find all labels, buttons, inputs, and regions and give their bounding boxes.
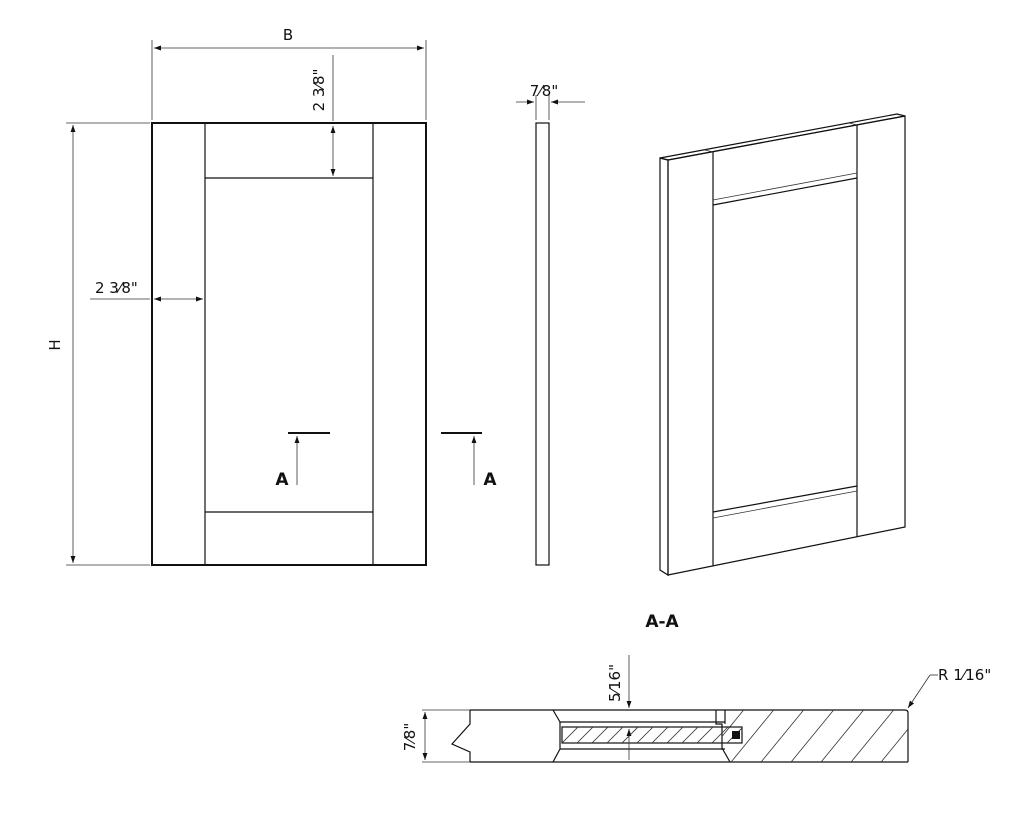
left-stile-dimension: 2 3⁄8" bbox=[90, 279, 203, 302]
left-stile-label: 2 3⁄8" bbox=[95, 279, 138, 297]
section-view: 7⁄8" bbox=[401, 655, 991, 763]
section-thickness-label: 7⁄8" bbox=[401, 723, 419, 752]
top-rail-dimension: 2 3⁄8" bbox=[310, 55, 336, 176]
panel-hatching bbox=[562, 727, 742, 743]
width-dimension: B bbox=[151, 26, 427, 120]
panel-depth-label: 5⁄16" bbox=[606, 664, 624, 702]
height-dimension: H bbox=[46, 122, 150, 566]
isometric-view bbox=[659, 113, 906, 577]
height-label: H bbox=[46, 339, 64, 350]
section-marker-right: A bbox=[441, 432, 497, 490]
stile-hatching bbox=[722, 710, 908, 762]
front-view bbox=[151, 122, 427, 566]
side-view: 7⁄8" bbox=[516, 82, 585, 566]
side-thickness-label: 7⁄8" bbox=[530, 82, 559, 100]
section-title: A-A bbox=[645, 612, 679, 632]
section-marker-right-label: A bbox=[483, 470, 497, 490]
radius-label: R 1⁄16" bbox=[938, 666, 991, 684]
section-marker-left-label: A bbox=[275, 470, 289, 490]
section-marker-left: A bbox=[275, 432, 330, 490]
width-label: B bbox=[283, 26, 293, 44]
top-rail-label: 2 3⁄8" bbox=[310, 69, 328, 112]
